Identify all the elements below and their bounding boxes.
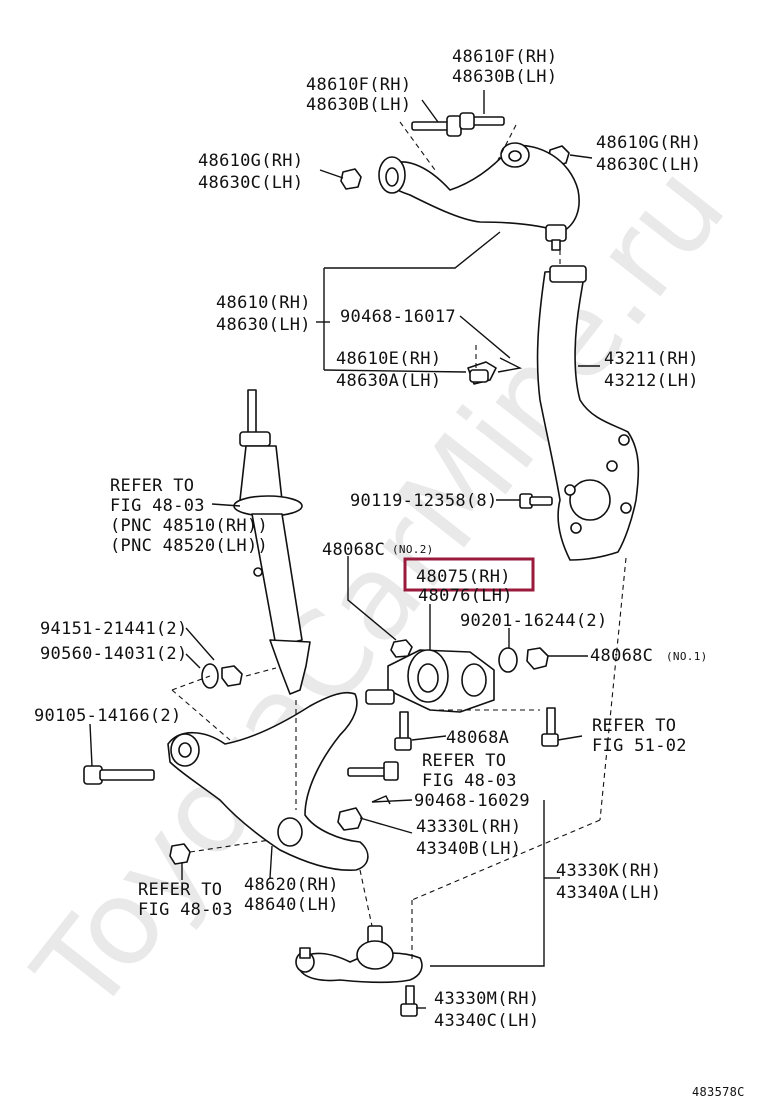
svg-text:48630B(LH): 48630B(LH) <box>306 95 411 115</box>
bushing-nut-no2 <box>390 639 413 658</box>
label-bushing-lh: 48076(LH) <box>418 586 513 606</box>
svg-text:48610G(RH): 48610G(RH) <box>198 151 303 171</box>
lower-ball-joint-k <box>295 925 423 984</box>
label-upper-arm: 48610(RH) 48630(LH) <box>216 293 311 335</box>
label-bolt-90105: 90105-14166(2) <box>34 706 182 726</box>
svg-text:48630C(LH): 48630C(LH) <box>198 173 303 193</box>
svg-text:(PNC 48520(LH)): (PNC 48520(LH)) <box>110 536 268 556</box>
lower-arm-nut <box>169 843 191 865</box>
svg-text:48630C(LH): 48630C(LH) <box>596 155 701 175</box>
svg-text:48610(RH): 48610(RH) <box>216 293 311 313</box>
label-knuckle-bolt: 90119-12358(8) <box>350 491 498 511</box>
upper-control-arm <box>378 142 580 251</box>
bushing-48075 <box>387 649 495 713</box>
svg-text:48610F(RH): 48610F(RH) <box>306 75 411 95</box>
svg-text:43340B(LH): 43340B(LH) <box>416 839 521 859</box>
svg-text:FIG 48-03: FIG 48-03 <box>422 771 517 791</box>
svg-text:FIG 51-02: FIG 51-02 <box>592 736 687 756</box>
svg-text:48068C: 48068C <box>322 540 385 560</box>
svg-text:48610E(RH): 48610E(RH) <box>336 349 441 369</box>
knuckle-bolt <box>519 493 553 509</box>
svg-text:43340A(LH): 43340A(LH) <box>556 883 661 903</box>
washer-90201 <box>498 647 518 673</box>
svg-text:48640(LH): 48640(LH) <box>244 895 339 915</box>
lower-ball-joint-m-bolt <box>400 985 418 1017</box>
svg-text:48630A(LH): 48630A(LH) <box>336 371 441 391</box>
upper-arm-bolt-top <box>459 112 505 130</box>
svg-text:(PNC 48510(RH)): (PNC 48510(RH)) <box>110 516 268 536</box>
label-lower-ball-joint-k: 43330K(RH) 43340A(LH) <box>556 861 661 903</box>
svg-text:43212(LH): 43212(LH) <box>604 371 699 391</box>
steering-knuckle <box>536 265 640 561</box>
svg-text:REFER TO: REFER TO <box>138 880 222 900</box>
label-upper-bolt-top: 48610F(RH) 48630B(LH) <box>452 47 557 87</box>
label-upper-nut-right: 48610G(RH) 48630C(LH) <box>596 133 701 175</box>
svg-text:48630(LH): 48630(LH) <box>216 315 311 335</box>
label-upper-ball-joint: 48610E(RH) 48630A(LH) <box>336 349 441 391</box>
svg-text:48610F(RH): 48610F(RH) <box>452 47 557 67</box>
upper-ball-joint-clip <box>467 357 523 385</box>
lower-control-arm <box>167 689 399 871</box>
label-upper-nut-left: 48610G(RH) 48630C(LH) <box>198 151 303 193</box>
label-upper-bolt-left: 48610F(RH) 48630B(LH) <box>306 75 411 115</box>
nut-94151 <box>221 665 243 687</box>
svg-text:FIG 48-03: FIG 48-03 <box>138 900 233 920</box>
bushing-nut-no1 <box>526 647 549 670</box>
watermark: ToyotaCarMine.ru <box>8 140 752 1038</box>
label-refer-51-02: REFER TO FIG 51-02 <box>592 716 687 756</box>
label-bushing-nut-no2: 48068C (NO.2) <box>322 540 434 560</box>
label-bolt-94151: 94151-21441(2) <box>40 619 188 639</box>
label-lower-arm: 48620(RH) 48640(LH) <box>244 875 339 915</box>
highlight-box-48075 <box>403 557 535 592</box>
label-bushing-bracket: 48068A <box>446 728 509 748</box>
svg-text:48068C: 48068C <box>590 646 653 666</box>
svg-text:REFER TO: REFER TO <box>592 716 676 736</box>
label-refer-48-left: REFER TO FIG 48-03 <box>138 880 233 920</box>
bolt-51-02 <box>541 707 559 747</box>
label-bushing-nut-no1: 48068C (NO.1) <box>590 646 708 666</box>
label-shock-refer: REFER TO FIG 48-03 (PNC 48510(RH)) (PNC … <box>110 476 268 556</box>
label-lower-ball-joint-l: 43330L(RH) 43340B(LH) <box>416 817 521 859</box>
label-lower-ball-joint-m: 43330M(RH) 43340C(LH) <box>434 989 539 1031</box>
label-clip-upper: 90468-16017 <box>340 307 456 327</box>
lower-arm-bolt <box>83 765 155 785</box>
svg-text:43330K(RH): 43330K(RH) <box>556 861 661 881</box>
svg-text:48620(RH): 48620(RH) <box>244 875 339 895</box>
svg-text:43340C(LH): 43340C(LH) <box>434 1011 539 1031</box>
label-refer-48-mid: REFER TO FIG 48-03 <box>422 751 517 791</box>
label-bushing-rh: 48075(RH) <box>416 567 511 587</box>
svg-text:43211(RH): 43211(RH) <box>604 349 699 369</box>
label-clip-lower: 90468-16029 <box>414 791 530 811</box>
svg-text:43330M(RH): 43330M(RH) <box>434 989 539 1009</box>
svg-text:REFER TO: REFER TO <box>110 476 194 496</box>
figure-code: 483578C <box>692 1085 745 1099</box>
svg-text:(NO.1): (NO.1) <box>666 650 708 663</box>
svg-text:48630B(LH): 48630B(LH) <box>452 67 557 87</box>
svg-text:FIG 48-03: FIG 48-03 <box>110 496 205 516</box>
upper-nut-left <box>340 168 362 190</box>
svg-text:48610G(RH): 48610G(RH) <box>596 133 701 153</box>
shock-absorber <box>233 389 311 695</box>
bushing-bracket-bolt <box>394 711 412 751</box>
label-washer-90201: 90201-16244(2) <box>460 611 608 631</box>
svg-text:REFER TO: REFER TO <box>422 751 506 771</box>
svg-text:(NO.2): (NO.2) <box>392 543 434 556</box>
label-knuckle: 43211(RH) 43212(LH) <box>604 349 699 391</box>
leader-lines <box>89 90 600 1009</box>
label-washer-90560: 90560-14031(2) <box>40 644 188 664</box>
svg-text:43330L(RH): 43330L(RH) <box>416 817 521 837</box>
assembly-dashed-lines <box>171 121 627 962</box>
